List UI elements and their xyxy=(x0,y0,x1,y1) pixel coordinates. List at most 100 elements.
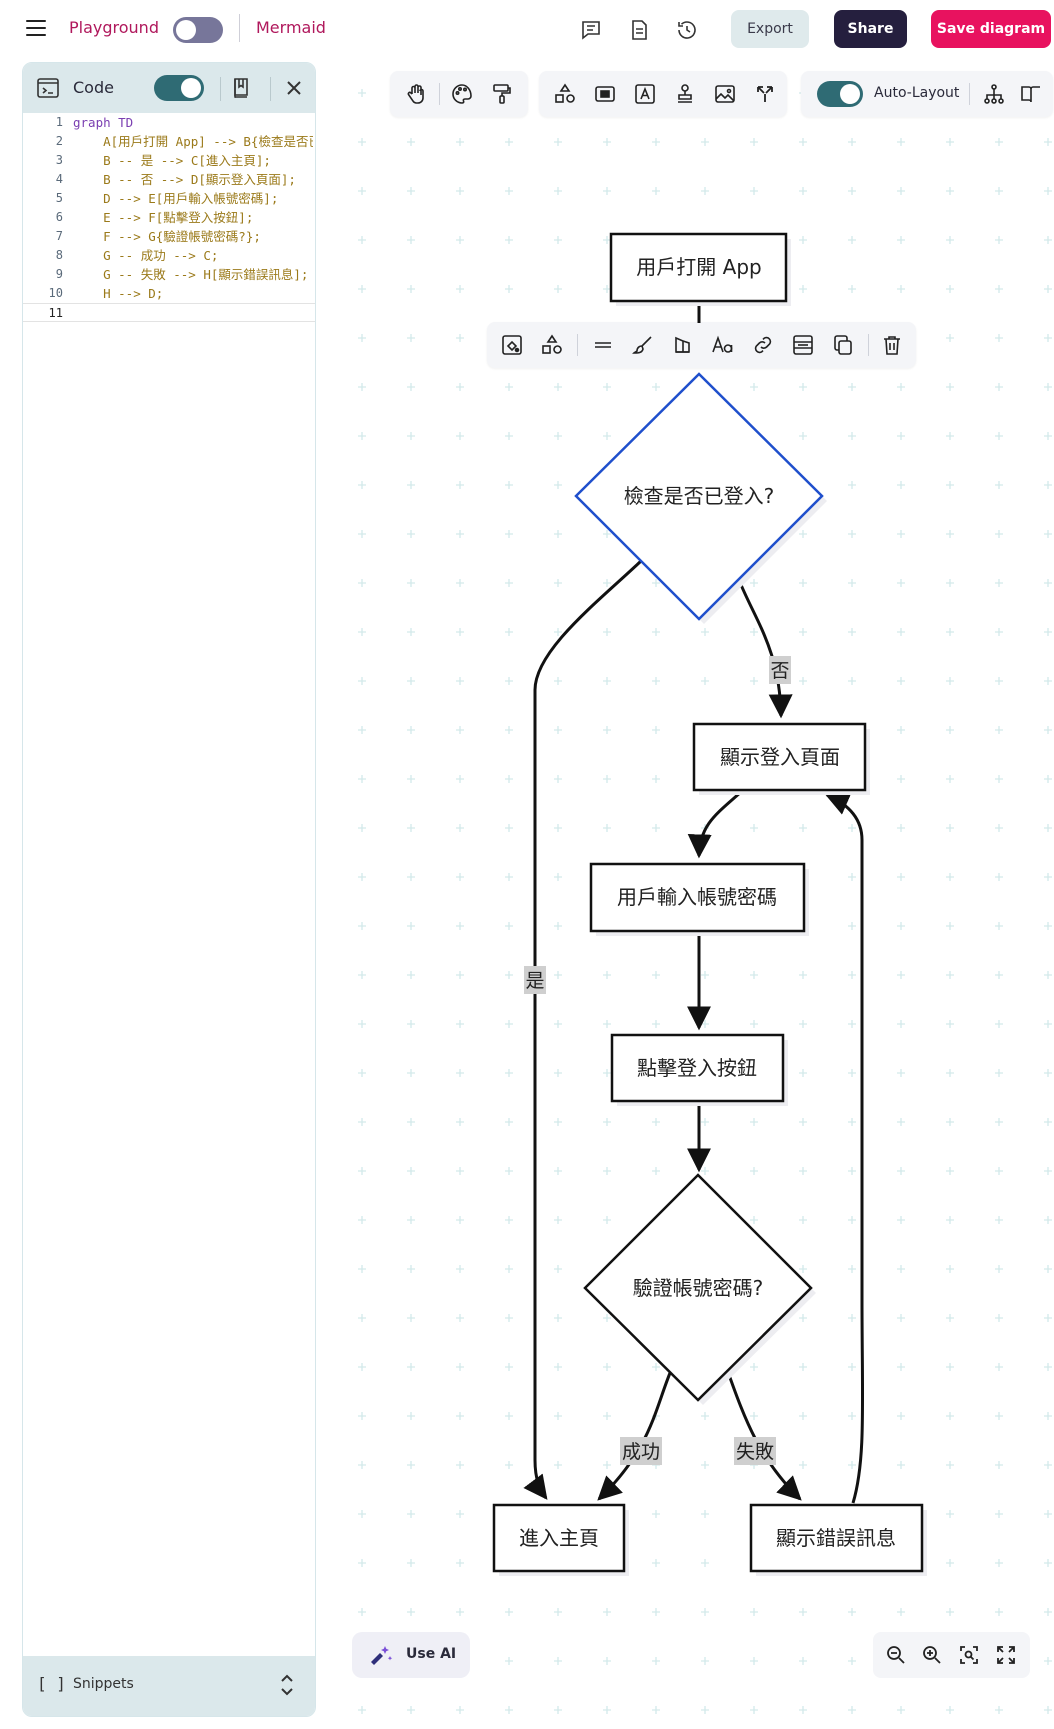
code-line[interactable]: 3 B -- 是 --> C[進入主頁]; xyxy=(23,151,315,170)
code-editor-icon xyxy=(37,78,59,98)
brand-playground[interactable]: Playground xyxy=(69,18,159,37)
use-ai-label: Use AI xyxy=(406,1646,457,1662)
code-line-text: D --> E[用戶輸入帳號密碼]; xyxy=(73,191,279,206)
paint-roller-icon[interactable] xyxy=(490,82,514,106)
palette-icon[interactable] xyxy=(450,82,474,106)
arrow-icon[interactable] xyxy=(753,82,777,106)
node-d[interactable]: 顯示登入頁面 xyxy=(692,722,867,792)
color-icon[interactable] xyxy=(671,333,695,357)
code-line[interactable]: 8 G -- 成功 --> C; xyxy=(23,246,315,265)
toolbar-divider xyxy=(969,83,970,105)
share-button[interactable]: Share xyxy=(834,10,907,48)
fit-view-icon[interactable] xyxy=(957,1643,981,1667)
trash-icon[interactable] xyxy=(880,333,904,357)
history-icon[interactable] xyxy=(675,18,699,42)
comment-icon[interactable] xyxy=(579,18,603,42)
node-d-label: 顯示登入頁面 xyxy=(720,745,840,769)
edge-d-e[interactable] xyxy=(687,790,742,859)
code-line[interactable]: 9 G -- 失敗 --> H[顯示錯誤訊息]; xyxy=(23,265,315,284)
sparkle-icon xyxy=(371,1646,393,1665)
image-icon[interactable] xyxy=(713,82,737,106)
code-line-text: A[用戶打開 App] --> B{檢查是否已登入?}; xyxy=(103,134,313,149)
layout-tools-group: Auto-Layout xyxy=(801,71,1053,117)
code-header-divider xyxy=(220,77,221,101)
use-ai-button[interactable]: Use AI xyxy=(352,1632,470,1678)
frame-icon[interactable] xyxy=(791,333,815,357)
snippets-label: Snippets xyxy=(73,1676,134,1692)
line-number: 7 xyxy=(55,229,63,243)
rectangle-icon[interactable] xyxy=(593,82,617,106)
code-toggle[interactable] xyxy=(154,75,204,101)
brush-icon[interactable] xyxy=(631,333,655,357)
node-b[interactable]: 檢查是否已登入? xyxy=(574,372,824,621)
code-line-text: graph TD xyxy=(73,115,134,130)
menu-icon[interactable] xyxy=(26,20,46,36)
code-line-text: G -- 成功 --> C; xyxy=(73,248,219,263)
zoom-controls xyxy=(873,1632,1030,1678)
close-icon[interactable] xyxy=(283,77,305,99)
code-line[interactable]: 5 D --> E[用戶輸入帳號密碼]; xyxy=(23,189,315,208)
code-line[interactable]: 7 F --> G{驗證帳號密碼?}; xyxy=(23,227,315,246)
node-format-toolbar xyxy=(487,322,916,368)
node-e-label: 用戶輸入帳號密碼 xyxy=(617,885,777,909)
playground-toggle[interactable] xyxy=(173,17,223,43)
hand-icon[interactable] xyxy=(404,82,428,106)
edge-h-d[interactable] xyxy=(824,792,865,1504)
code-line[interactable]: 6 E --> F[點擊登入按鈕]; xyxy=(23,208,315,227)
link-icon[interactable] xyxy=(751,333,775,357)
node-b-label: 檢查是否已登入? xyxy=(624,484,775,508)
header-divider xyxy=(239,14,240,42)
code-line-text: B -- 是 --> C[進入主頁]; xyxy=(73,153,271,168)
document-icon[interactable] xyxy=(627,18,651,42)
line-number: 11 xyxy=(48,306,63,320)
code-line[interactable]: 10 H --> D; xyxy=(23,284,315,303)
fullscreen-icon[interactable] xyxy=(994,1643,1018,1667)
zoom-out-icon[interactable] xyxy=(884,1643,908,1667)
edge-b-c[interactable] xyxy=(523,559,643,1500)
stamp-icon[interactable] xyxy=(673,82,697,106)
book-open-icon[interactable] xyxy=(1019,82,1043,106)
book-icon[interactable] xyxy=(230,76,252,100)
node-f[interactable]: 點擊登入按鈕 xyxy=(610,1033,785,1103)
node-g[interactable]: 驗證帳號密碼? xyxy=(583,1173,813,1402)
code-line-text: F --> G{驗證帳號密碼?}; xyxy=(73,229,261,244)
font-icon[interactable] xyxy=(711,333,735,357)
line-number: 3 xyxy=(55,153,63,167)
shape-tools-group xyxy=(539,71,787,117)
shapes-icon[interactable] xyxy=(540,333,564,357)
shapes-icon[interactable] xyxy=(553,82,577,106)
toolbar-divider xyxy=(439,83,440,105)
code-line-text: H --> D; xyxy=(73,286,164,301)
snippets-bar[interactable]: [ ] Snippets xyxy=(23,1656,315,1716)
line-number: 2 xyxy=(55,134,63,148)
code-panel-header: Code xyxy=(23,63,315,113)
hierarchy-icon[interactable] xyxy=(982,82,1006,106)
code-line[interactable]: 2 A[用戶打開 App] --> B{檢查是否已登入?}; xyxy=(23,132,315,151)
brand-mermaid[interactable]: Mermaid xyxy=(256,18,326,37)
node-a[interactable]: 用戶打開 App xyxy=(609,232,788,303)
zoom-in-icon[interactable] xyxy=(920,1643,944,1667)
code-line-text: G -- 失敗 --> H[顯示錯誤訊息]; xyxy=(73,267,309,282)
node-a-label: 用戶打開 App xyxy=(636,255,761,279)
code-header-divider xyxy=(270,77,271,101)
auto-layout-toggle[interactable] xyxy=(817,81,863,107)
node-c[interactable]: 進入主頁 xyxy=(492,1503,626,1573)
node-h[interactable]: 顯示錯誤訊息 xyxy=(749,1503,924,1573)
text-box-icon[interactable] xyxy=(633,82,657,106)
export-button[interactable]: Export xyxy=(731,10,809,48)
fill-icon[interactable] xyxy=(500,333,524,357)
save-diagram-button[interactable]: Save diagram xyxy=(931,10,1051,48)
toolbar-divider xyxy=(577,334,578,356)
line-number: 6 xyxy=(55,210,63,224)
copy-icon[interactable] xyxy=(831,333,855,357)
node-e[interactable]: 用戶輸入帳號密碼 xyxy=(589,862,806,933)
code-line[interactable]: 11 xyxy=(23,303,315,322)
line-style-icon[interactable] xyxy=(591,333,615,357)
code-line[interactable]: 4 B -- 否 --> D[顯示登入頁面]; xyxy=(23,170,315,189)
edge-b-d[interactable] xyxy=(737,579,793,719)
chevron-up-down-icon[interactable] xyxy=(277,1671,297,1699)
edge-g-c[interactable] xyxy=(597,1372,672,1501)
